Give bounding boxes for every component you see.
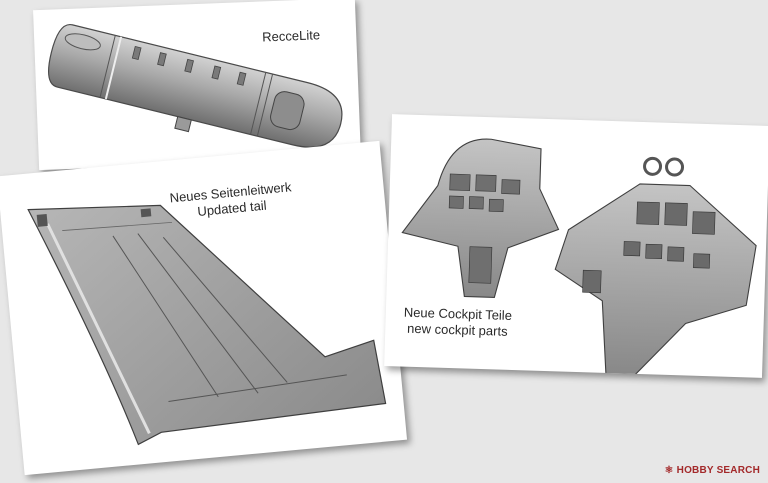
reccelite-label: RecceLite: [261, 27, 321, 45]
hobby-search-watermark: ⚛ HOBBY SEARCH: [665, 465, 761, 476]
cockpit-label: Neue Cockpit Teile new cockpit parts: [403, 305, 513, 340]
tail-card: Neues Seitenleitwerk Updated tail: [0, 140, 408, 476]
hobby-search-logo-icon: ⚛: [664, 465, 674, 476]
hobby-search-text: HOBBY SEARCH: [676, 465, 760, 476]
cockpit-card: Neue Cockpit Teile new cockpit parts: [384, 114, 768, 378]
reccelite-pod-render: [47, 23, 343, 148]
cockpit-parts-render: [401, 138, 757, 377]
cockpit-label-en: new cockpit parts: [406, 320, 508, 339]
tail-fin-render: [27, 204, 387, 446]
reccelite-card: RecceLite: [33, 0, 361, 171]
